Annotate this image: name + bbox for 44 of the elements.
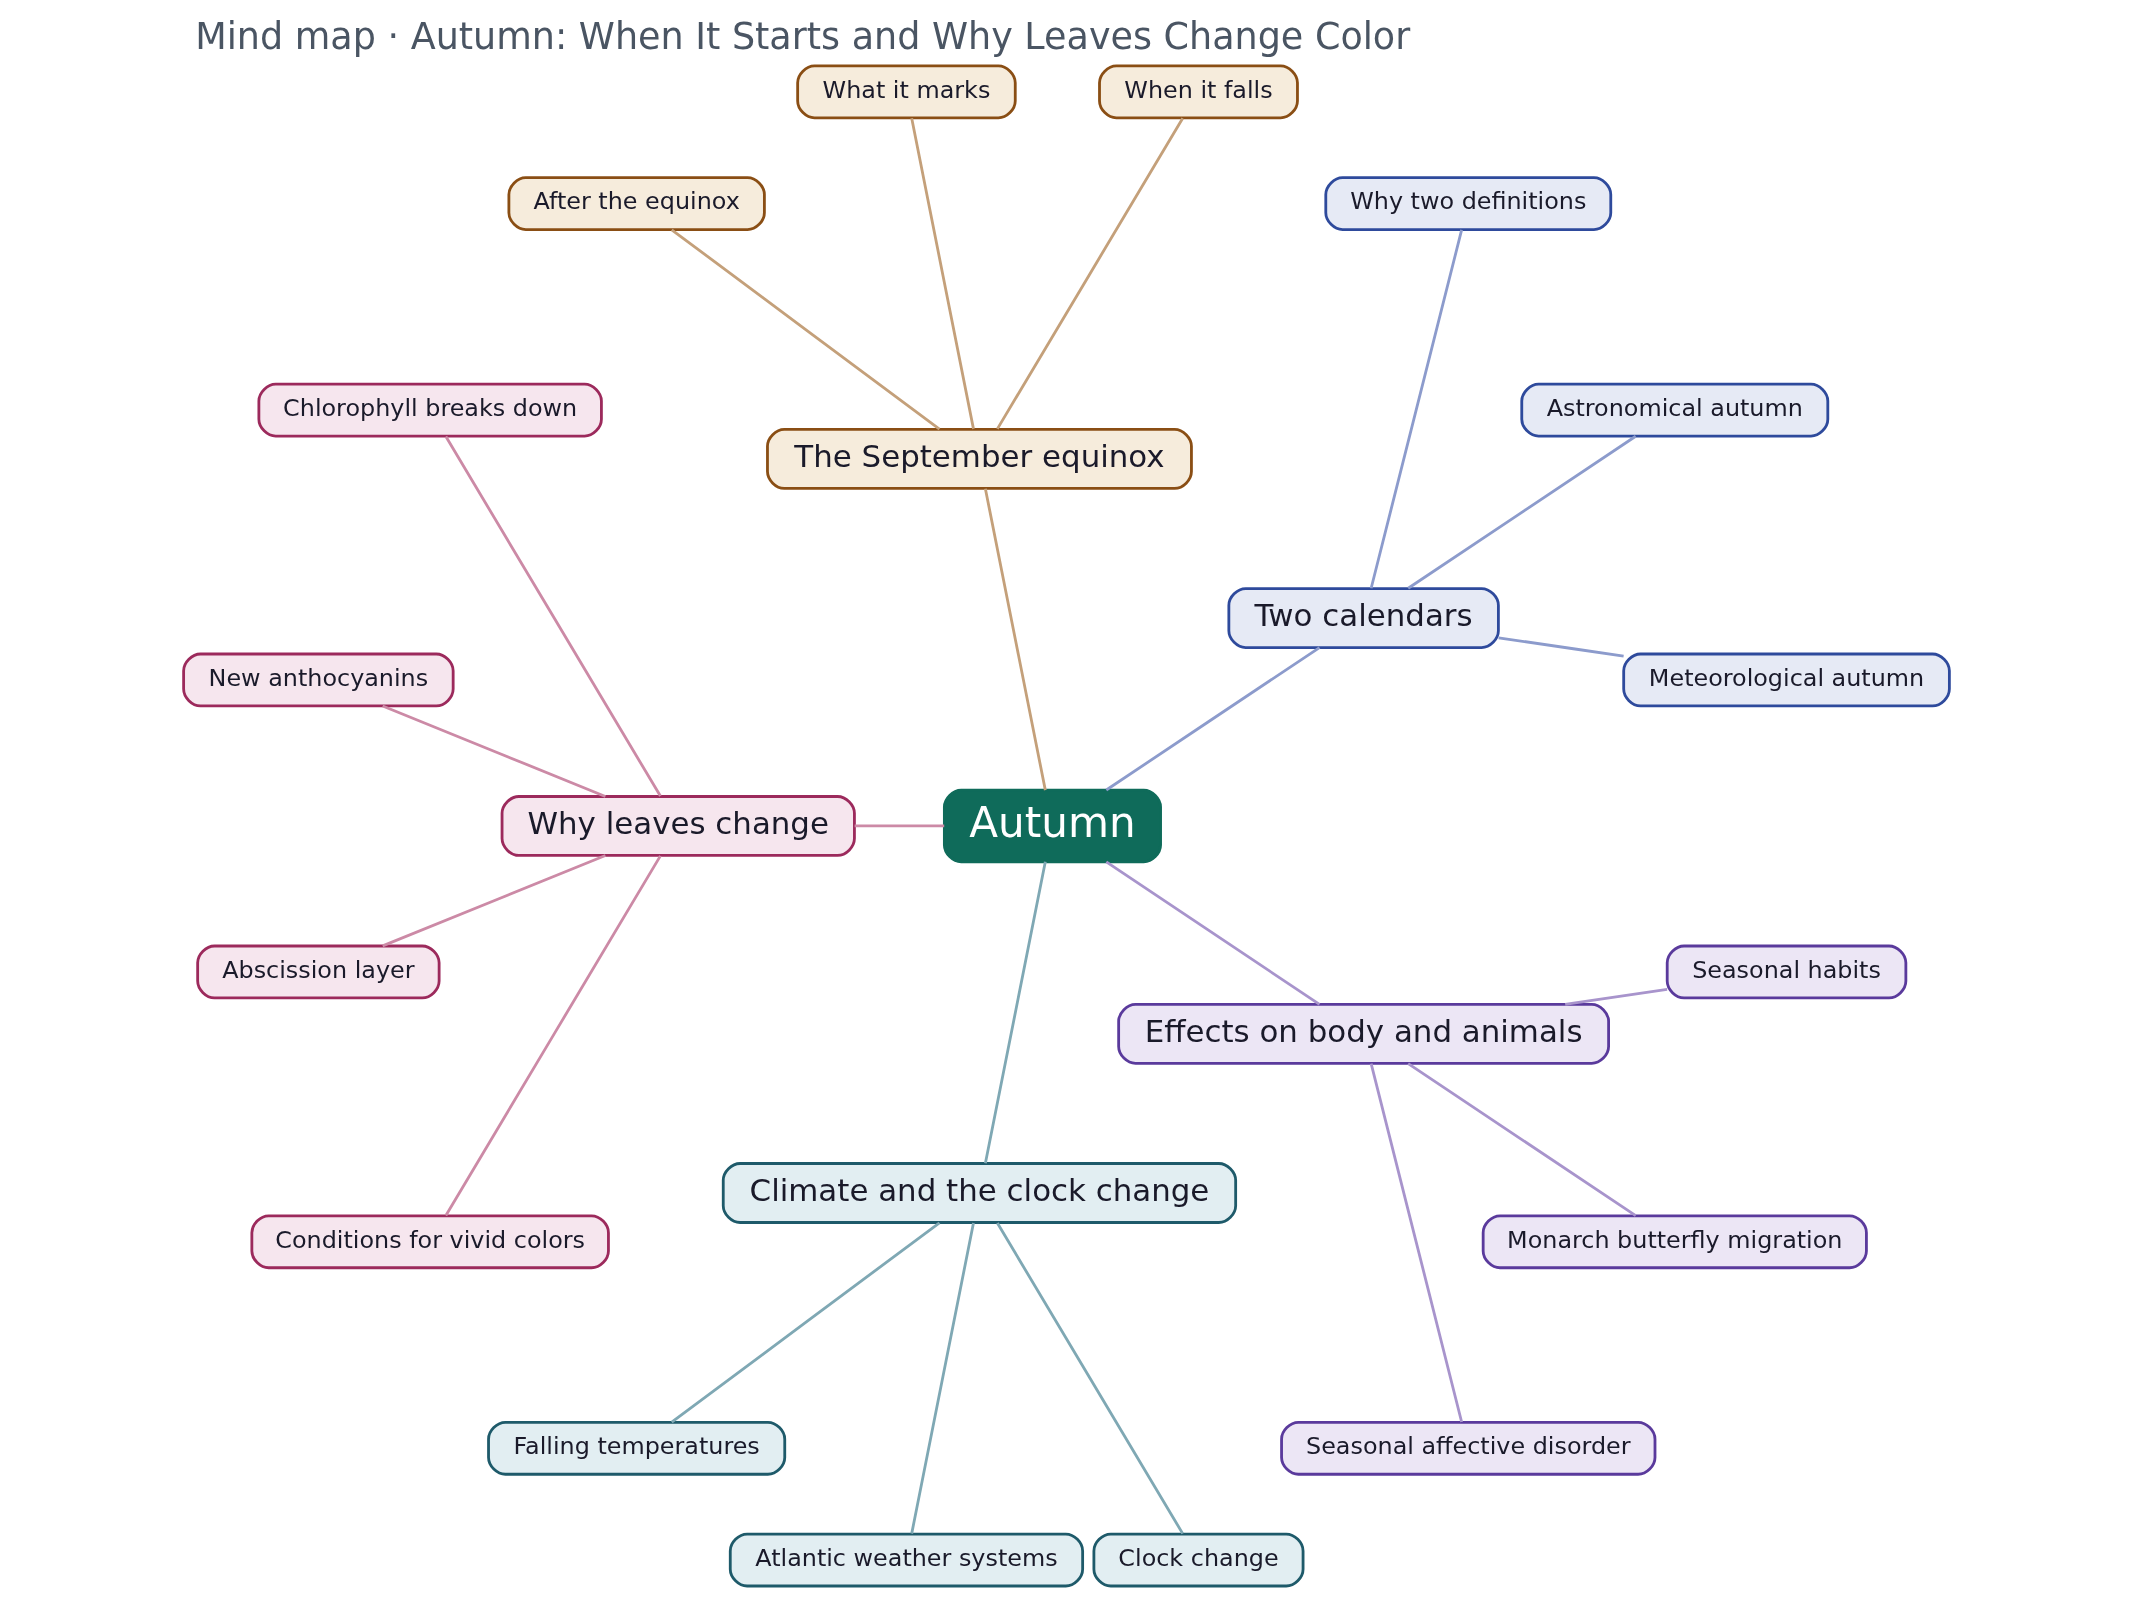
connector bbox=[1369, 229, 1463, 589]
node-box: Why two definitions bbox=[1324, 176, 1613, 232]
node-box: Chlorophyll breaks down bbox=[257, 382, 603, 438]
connector bbox=[996, 1222, 1184, 1535]
node-box: Clock change bbox=[1092, 1532, 1305, 1588]
connector bbox=[984, 861, 1047, 1164]
connector bbox=[1498, 636, 1624, 658]
node-box: Abscission layer bbox=[196, 944, 441, 1000]
node-box: What it marks bbox=[796, 64, 1017, 120]
connector bbox=[1105, 646, 1321, 792]
node-box: Effects on body and animals bbox=[1117, 1003, 1610, 1065]
node-box: Monarch butterfly migration bbox=[1481, 1214, 1868, 1270]
node-box: Seasonal habits bbox=[1665, 944, 1908, 1000]
connector bbox=[854, 824, 945, 828]
connector bbox=[670, 1221, 941, 1424]
diagram-title: Mind map · Autumn: When It Starts and Why Leaves Change Color bbox=[195, 14, 1411, 58]
connector bbox=[1369, 1063, 1463, 1423]
connector bbox=[1407, 1062, 1637, 1217]
connector bbox=[444, 855, 662, 1217]
node-box: Why leaves change bbox=[500, 795, 856, 857]
connector bbox=[670, 228, 941, 431]
node-box: New anthocyanins bbox=[182, 652, 455, 708]
connector bbox=[1407, 435, 1637, 590]
node-box: Autumn bbox=[942, 788, 1162, 864]
connector bbox=[910, 118, 975, 430]
connector bbox=[444, 435, 662, 797]
connector bbox=[382, 704, 606, 798]
node-box: Astronomical autumn bbox=[1520, 382, 1830, 438]
node-box: When it falls bbox=[1098, 64, 1299, 120]
connector bbox=[1105, 860, 1321, 1006]
connector bbox=[984, 488, 1047, 791]
node-box: Two calendars bbox=[1227, 587, 1500, 649]
node-box: Meteorological autumn bbox=[1622, 652, 1951, 708]
node-box: Climate and the clock change bbox=[721, 1162, 1238, 1224]
connector bbox=[1564, 988, 1668, 1006]
connector bbox=[910, 1222, 975, 1534]
node-box: After the equinox bbox=[507, 176, 766, 232]
node-box: Atlantic weather systems bbox=[728, 1532, 1085, 1588]
connector bbox=[382, 854, 606, 948]
node-box: Conditions for vivid colors bbox=[250, 1214, 610, 1270]
node-box: Falling temperatures bbox=[487, 1420, 787, 1476]
node-box: The September equinox bbox=[766, 428, 1193, 490]
connector bbox=[996, 117, 1184, 430]
node-box: Seasonal affective disorder bbox=[1280, 1420, 1657, 1476]
